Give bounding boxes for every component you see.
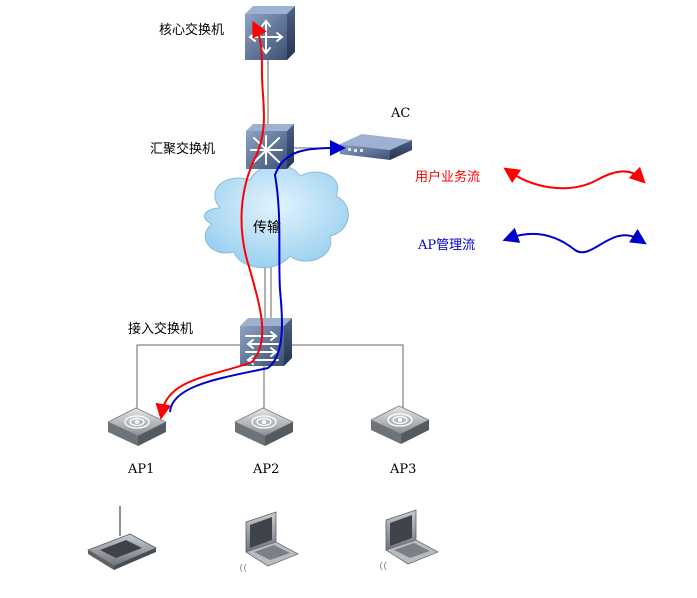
agg-switch-label: 汇聚交换机	[150, 142, 216, 157]
core-switch-icon	[245, 6, 295, 60]
ap2-label: AP2	[253, 462, 280, 477]
ap3-label: AP3	[390, 462, 417, 477]
core-switch-label: 核心交换机	[159, 23, 225, 38]
link-access-ap3	[292, 344, 404, 410]
access-switch-label: 接入交换机	[128, 322, 194, 337]
laptop-icon	[380, 509, 439, 571]
ap1-label: AP1	[128, 462, 155, 477]
wireless-ap-icon	[234, 407, 294, 446]
wireless-ap-icon	[107, 407, 167, 446]
ac-label: AC	[391, 106, 411, 121]
wireless-ap-icon	[370, 405, 430, 444]
mgmt-flow-path	[169, 140, 346, 413]
user-flow-legend-line	[503, 166, 646, 190]
mgmt-flow-legend-line	[502, 227, 647, 254]
user-flow-path	[155, 20, 267, 420]
laptop-icon	[240, 511, 299, 573]
user-flow-legend-label: 用户业务流	[415, 170, 481, 185]
access-controller-icon	[340, 134, 412, 160]
mgmt-flow-legend-label: AP管理流	[418, 238, 476, 253]
pda-icon	[87, 506, 157, 570]
transport-label: 传输	[253, 220, 281, 236]
access-switch-icon	[240, 318, 292, 366]
